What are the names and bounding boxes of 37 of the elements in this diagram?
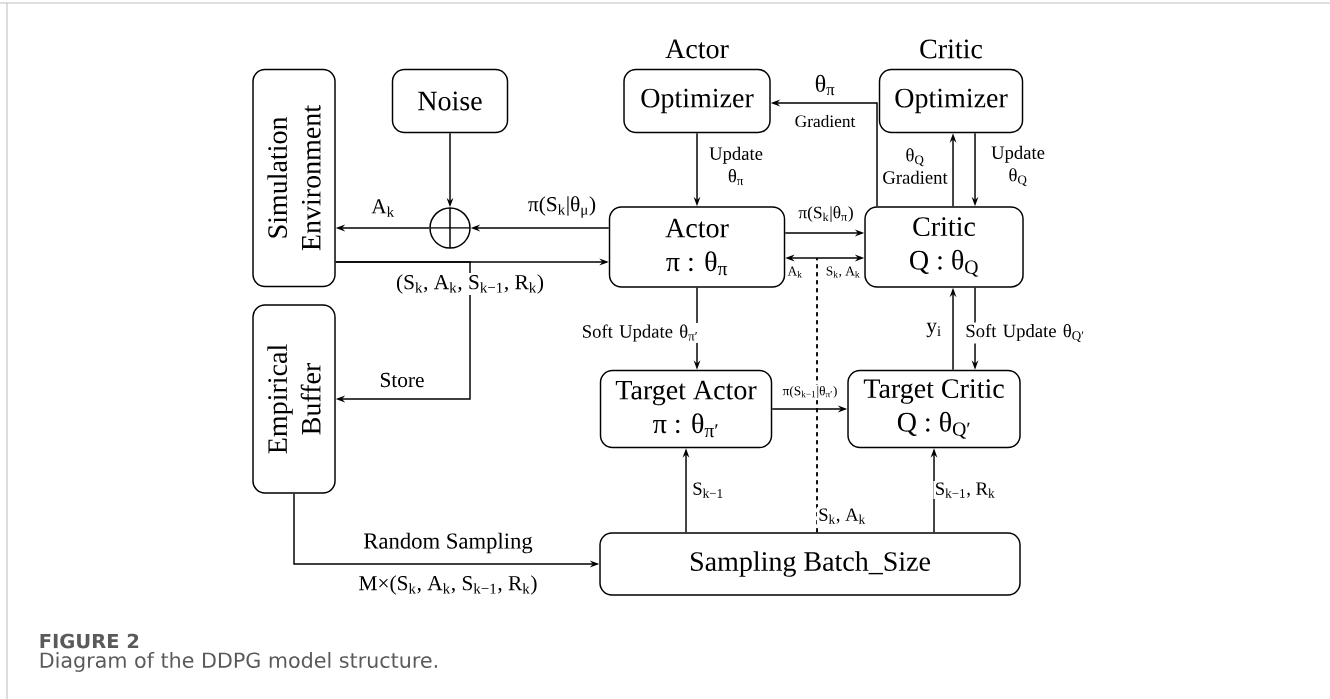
signal-label: S$_{k}$, A$_{k}$: [816, 507, 868, 525]
edge-label: A$_{k}$: [369, 197, 397, 219]
process-box: Target Critic Q : θ$_{Q′}$: [847, 369, 1021, 449]
signal-label: θ$_{π}$: [813, 73, 837, 97]
edge-label: Update θ$_{Q}$: [982, 144, 1054, 188]
edge-label: A$_{k}$: [786, 265, 804, 279]
process-box: Critic Q : θ$_{Q}$: [864, 206, 1024, 288]
process-box: Optimizer: [623, 68, 771, 134]
process-box: Noise: [391, 68, 509, 134]
arrow: [335, 261, 471, 403]
edge-label: π(S$_{k}$|θ$_{π}$): [797, 204, 855, 224]
edge-label: y$_{i}$: [924, 321, 944, 339]
process-box: Actor π : θ$_{π}$: [608, 206, 786, 288]
caption-text: Diagram of the DDPG model structure.: [40, 652, 437, 672]
edge-label: θ$_{Q}$ Gradient: [879, 146, 951, 186]
edge-label: Gradient: [793, 113, 857, 129]
edge-label: S$_{k}$, A$_{k}$: [824, 265, 862, 279]
edge-label: (S$_{k}$, A$_{k}$, S$_{k−1}$, R$_{k}$): [394, 273, 546, 295]
process-box: Empirical Buffer: [252, 304, 336, 494]
edge-label: π(S$_{k}$|θ$_{μ}$): [526, 194, 598, 220]
process-box: Target Actor π : θ$_{π′}$: [599, 369, 773, 449]
heading-text: Actor: [665, 39, 729, 59]
figure-number: FIGURE 2: [40, 633, 139, 649]
heading-text: Critic: [920, 39, 983, 59]
process-box: Sampling Batch_Size: [599, 532, 1021, 596]
edge-label: π(S$_{k−1}$|θ$_{π′}$): [781, 384, 839, 400]
edge-label: S$_{k−1}$: [690, 481, 726, 499]
edge-label: Soft Update θ$_{π′}$: [578, 323, 702, 343]
edge-label: Store: [378, 371, 426, 389]
edge-label: Random Sampling: [362, 531, 535, 555]
process-box: Simulation Environment: [252, 68, 336, 288]
edge-label: Soft Update θ$_{Q′}$: [963, 322, 1087, 344]
edge-label: Update θ$_{π}$: [700, 145, 772, 187]
signal-label: M×(S$_{k}$, A$_{k}$, S$_{k−1}$, R$_{k}$): [357, 574, 539, 596]
process-box: Optimizer: [878, 68, 1024, 134]
summing-junction: [429, 207, 471, 249]
edge-label: S$_{k−1}$, R$_{k}$: [933, 481, 997, 499]
